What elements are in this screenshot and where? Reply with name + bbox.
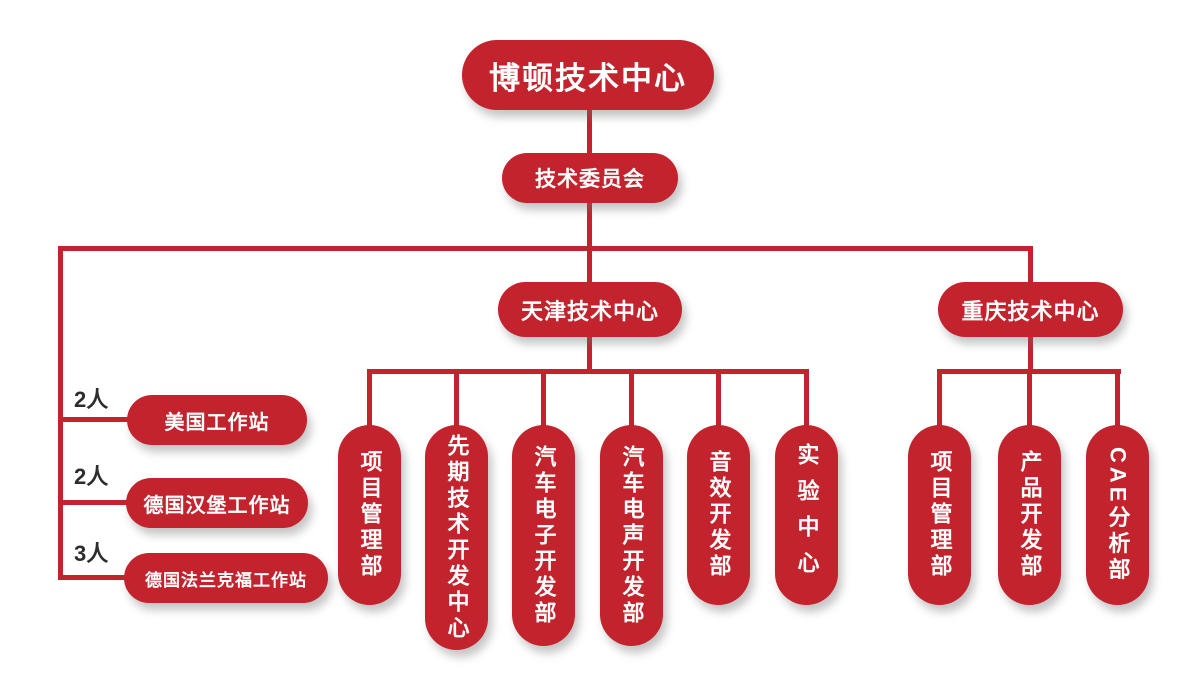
connector-chongqing-bar-drop [1028,335,1033,371]
dept-node-chongqing-product-dev: 产品开发部 [998,425,1061,605]
connector-chongqing-stub-1 [937,369,942,427]
connector-tianjin-bar [367,369,809,374]
dept-node-chongqing-cae-analysis: CAE分析部 [1086,425,1149,605]
dept-label: 实验中心 [794,443,820,587]
dept-label: 汽车电声开发部 [619,444,645,627]
dept-node-tianjin-lab-center: 实验中心 [775,425,838,605]
connector-tianjin-stub-5 [716,369,721,427]
tech-committee-node: 技术委员会 [502,153,678,203]
workstation-node-usa: 美国工作站 [127,395,307,445]
connector-chongqing-drop [1028,246,1033,284]
connector-ws2-branch [58,500,128,505]
headcount-label-ws3: 3人 [74,541,109,566]
dept-node-chongqing-project-mgmt: 项目管理部 [908,425,971,605]
tech-committee-label: 技术委员会 [535,168,645,191]
dept-label: 项目管理部 [357,450,383,580]
org-root-label: 博顿技术中心 [489,60,687,96]
dept-node-tianjin-project-mgmt: 项目管理部 [338,425,401,605]
chongqing-center-label: 重庆技术中心 [961,298,1100,324]
org-root-node: 博顿技术中心 [462,40,714,110]
chongqing-center-node: 重庆技术中心 [938,282,1123,337]
connector-tianjin-stub-6 [804,369,809,427]
workstation-node-frankfurt: 德国法兰克福工作站 [124,553,328,603]
dept-label: CAE分析部 [1105,446,1131,584]
connector-root-committee [587,108,592,155]
tianjin-center-node: 天津技术中心 [498,282,682,337]
dept-label: 音效开发部 [706,450,732,580]
connector-tianjin-drop [587,246,592,284]
connector-tianjin-stub-2 [454,369,459,427]
workstation-label-frankfurt: 德国法兰克福工作站 [145,570,307,590]
connector-tianjin-stub-4 [629,369,634,427]
dept-label: 产品开发部 [1017,450,1043,580]
connector-tianjin-stub-1 [367,369,372,427]
connector-chongqing-stub-3 [1115,369,1120,427]
connector-chongqing-stub-2 [1027,369,1032,427]
dept-node-tianjin-auto-electroacoustics: 汽车电声开发部 [600,425,663,646]
dept-label: 汽车电子开发部 [531,444,557,627]
connector-tianjin-stub-3 [541,369,546,427]
headcount-label-ws1: 2人 [74,387,109,412]
connector-main-horizontal [58,246,1033,251]
connector-tianjin-bar-drop [587,335,592,371]
dept-node-tianjin-sound-effects: 音效开发部 [687,425,750,605]
headcount-label-ws2: 2人 [74,464,109,489]
dept-node-tianjin-advanced-tech: 先期技术开发中心 [425,425,488,650]
dept-label: 先期技术开发中心 [444,433,470,642]
workstation-node-hamburg: 德国汉堡工作站 [126,478,308,528]
dept-node-tianjin-auto-electronics: 汽车电子开发部 [512,425,575,646]
connector-ws3-branch [58,575,128,580]
workstation-label-hamburg: 德国汉堡工作站 [143,494,291,517]
connector-ws1-branch [58,417,128,422]
connector-left-vertical [58,246,63,578]
workstation-label-usa: 美国工作站 [164,411,270,434]
dept-label: 项目管理部 [927,450,953,580]
connector-committee-main [587,200,592,250]
tianjin-center-label: 天津技术中心 [520,298,659,324]
